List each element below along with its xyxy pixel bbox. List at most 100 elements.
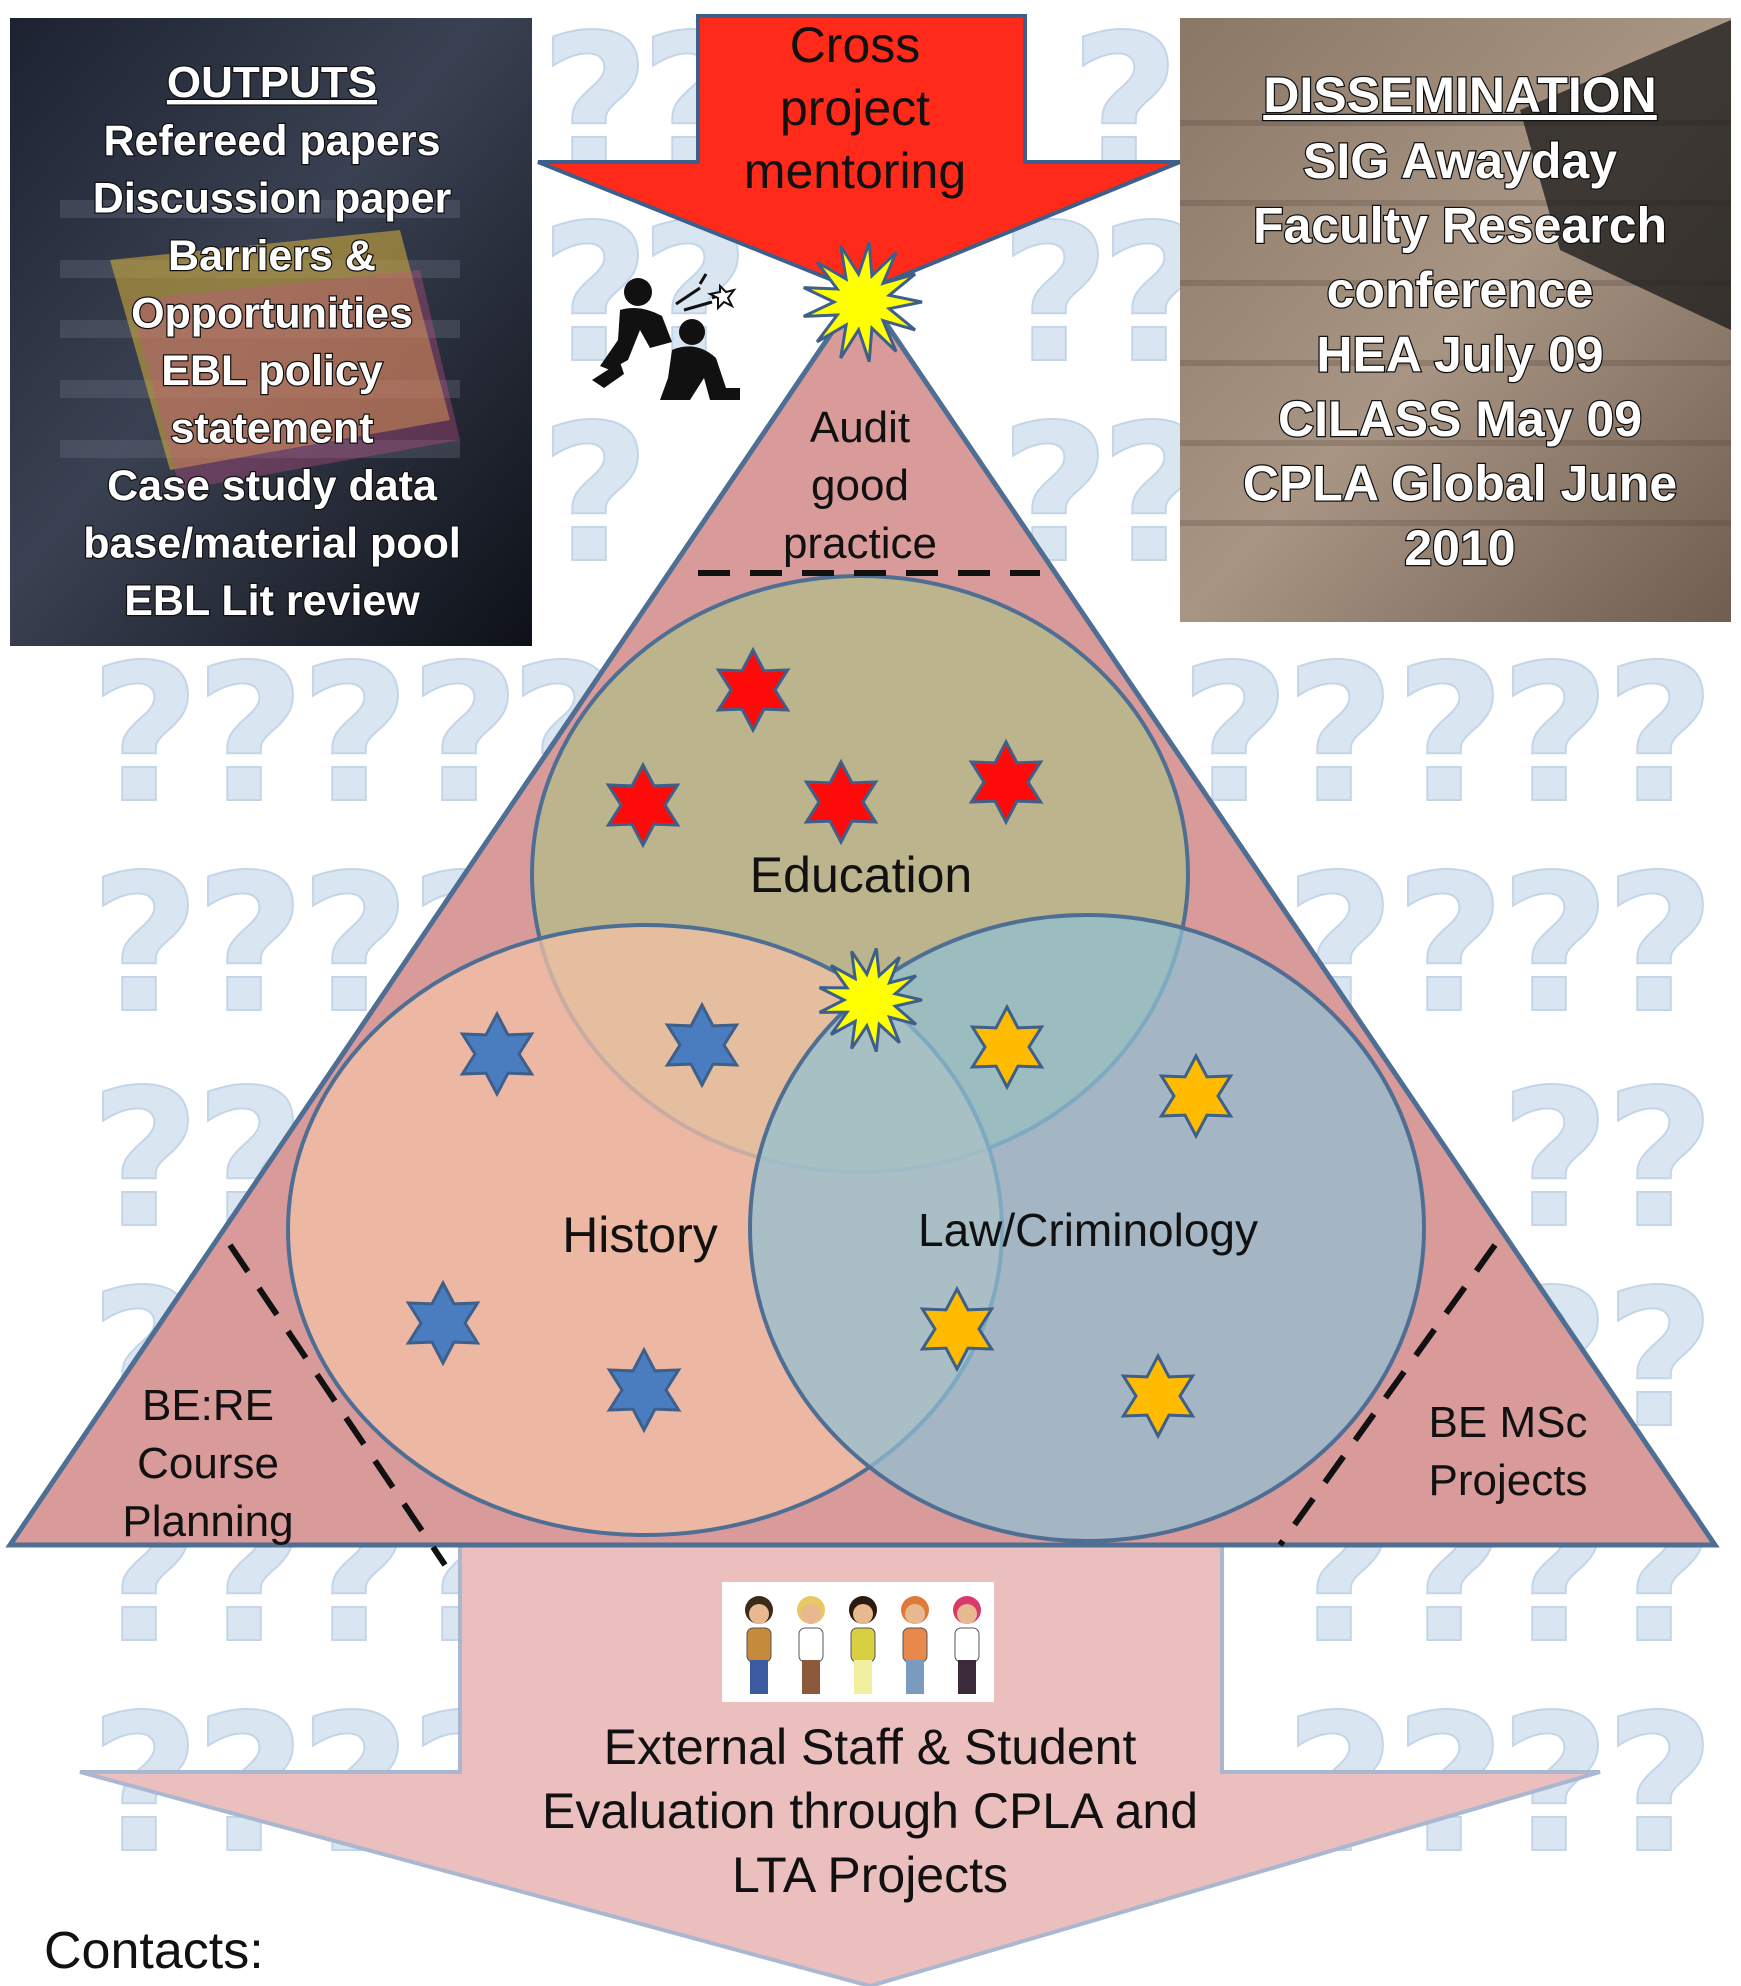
right-corner-lines-line: Projects — [1429, 1456, 1588, 1505]
audit-good-practice-label: Audit good practice — [783, 403, 937, 568]
question-mark-glyph: ? — [540, 384, 650, 605]
megaphone-image — [1520, 20, 1731, 330]
education-label: Education — [750, 847, 972, 903]
question-mark-glyph: ? — [90, 834, 200, 1055]
mentoring-figures-icon — [592, 273, 740, 400]
top-arrow-lines-line: mentoring — [744, 143, 966, 199]
left-corner-lines-line: Course — [137, 1439, 279, 1488]
student-body — [746, 1627, 772, 1663]
center-burst — [818, 947, 923, 1053]
question-mark-glyph: ? — [1605, 1049, 1715, 1270]
apex-lines-line: Audit — [810, 403, 910, 452]
outputs-lines-line: Case study data — [107, 462, 438, 510]
left-corner-lines-line: BE:RE — [142, 1381, 274, 1430]
top-arrow-lines-line: project — [780, 80, 930, 136]
question-mark-glyph: ? — [540, 0, 650, 215]
outputs-lines-line: Refereed papers — [104, 117, 441, 165]
dissemination-lines-line: HEA July 09 — [1316, 327, 1603, 383]
apex-lines-line: practice — [783, 519, 937, 568]
outputs-lines-line: Discussion paper — [93, 175, 452, 223]
question-mark-glyph: ? — [1395, 624, 1505, 845]
dissemination-lines-line: 2010 — [1404, 520, 1515, 576]
question-mark-glyph: ? — [1605, 1674, 1715, 1895]
cross-project-mentoring-label: Cross project mentoring — [744, 17, 966, 199]
student-legs — [906, 1660, 924, 1694]
student-face — [957, 1604, 977, 1624]
star-markers — [405, 646, 1234, 1440]
question-mark-glyph: ? — [90, 1049, 200, 1270]
dissemination-lines-line: SIG Awayday — [1303, 133, 1617, 189]
outputs-lines-line: statement — [170, 405, 373, 453]
star-marker — [919, 1285, 995, 1373]
student-legs — [854, 1660, 872, 1694]
star-marker — [605, 761, 681, 849]
star-marker — [803, 758, 879, 846]
student-body — [850, 1627, 876, 1663]
dissemination-lines-line: conference — [1327, 262, 1594, 318]
question-mark-glyph: ? — [195, 624, 305, 845]
bottom-arrow — [79, 1528, 1601, 1986]
outputs-lines-line: EBL policy — [161, 347, 383, 395]
star-marker — [1120, 1352, 1196, 1440]
question-mark-glyph: ? — [1500, 1049, 1610, 1270]
question-mark-glyph: ? — [1605, 624, 1715, 845]
question-mark-glyph: ? — [195, 834, 305, 1055]
question-mark-glyph: ? — [1000, 384, 1110, 605]
bottom-arrow-lines-line: LTA Projects — [732, 1847, 1008, 1903]
dissemination-panel-texture — [1180, 120, 1731, 526]
question-mark-glyph: ? — [1395, 834, 1505, 1055]
star-marker — [969, 1003, 1045, 1091]
star-marker — [1158, 1052, 1234, 1140]
question-mark-glyph: ? — [410, 624, 520, 845]
outputs-lines-line: EBL Lit review — [124, 577, 420, 625]
law-criminology-circle — [748, 913, 1426, 1543]
bottom-arrow-lines-line: Evaluation through CPLA and — [542, 1783, 1198, 1839]
contacts-label: Contacts: — [44, 1922, 264, 1980]
student-face — [853, 1604, 873, 1624]
right-corner-dashed-divider — [1277, 1243, 1498, 1547]
apex-lines-line: good — [811, 461, 909, 510]
cross-project-mentoring-arrow — [537, 14, 1181, 295]
star-marker — [715, 646, 791, 734]
history-label: History — [562, 1207, 718, 1263]
dissemination-heading: DISSEMINATION — [1263, 67, 1657, 123]
student-body — [954, 1627, 980, 1663]
question-mark-glyph: ? — [1605, 834, 1715, 1055]
student-body — [798, 1627, 824, 1663]
student-face — [905, 1604, 925, 1624]
apex-burst — [803, 241, 923, 363]
outputs-lines-line: Barriers & — [168, 232, 376, 280]
dissemination-lines-line: Faculty Research — [1253, 198, 1667, 254]
question-mark-glyph: ? — [90, 624, 200, 845]
question-mark-glyph: ? — [1500, 624, 1610, 845]
right-corner-lines-line: BE MSc — [1429, 1398, 1588, 1447]
dissemination-lines-line: CILASS May 09 — [1278, 391, 1642, 447]
student-body — [902, 1627, 928, 1663]
student-legs — [958, 1660, 976, 1694]
dissemination-lines-line: CPLA Global June — [1243, 456, 1677, 512]
student-legs — [802, 1660, 820, 1694]
star-marker — [968, 738, 1044, 826]
folder-stack-image-lower — [130, 270, 460, 490]
folder-stack-image — [110, 230, 450, 470]
student-face — [801, 1604, 821, 1624]
question-mark-glyph: ? — [300, 624, 410, 845]
star-marker — [606, 1346, 682, 1434]
outputs-lines-line: base/material pool — [83, 520, 461, 568]
star-marker — [405, 1279, 481, 1367]
question-mark-glyph: ? — [1500, 834, 1610, 1055]
top-arrow-lines-line: Cross — [790, 17, 921, 73]
law-criminology-label: Law/Criminology — [918, 1204, 1258, 1256]
left-corner-lines-line: Planning — [122, 1497, 293, 1546]
star-marker — [664, 1001, 740, 1089]
student-legs — [750, 1660, 768, 1694]
bottom-arrow-lines-line: External Staff & Student — [604, 1719, 1137, 1775]
outputs-lines-line: Opportunities — [131, 290, 413, 338]
student-figures — [745, 1596, 981, 1694]
